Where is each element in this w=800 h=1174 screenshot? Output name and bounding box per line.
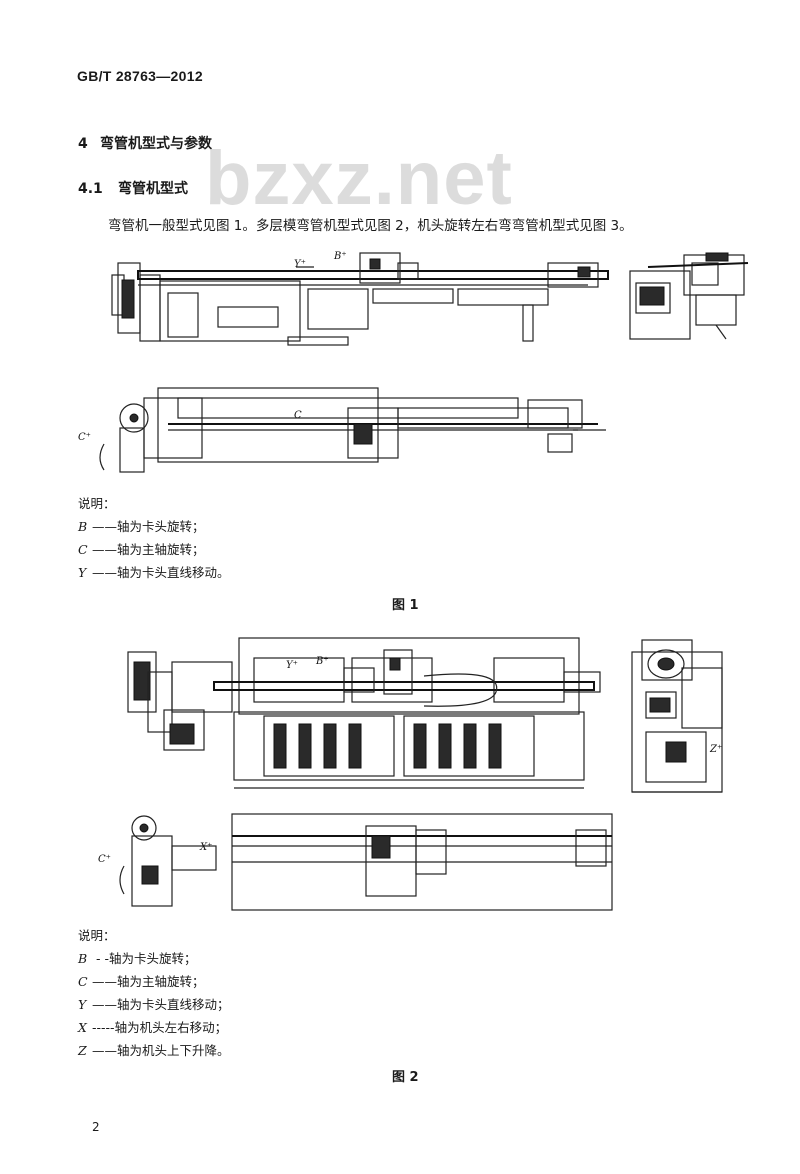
figure2-legend-item: Y ——轴为卡头直线移动；: [78, 993, 230, 1016]
section-number: 4: [78, 136, 88, 152]
legend-dash: ——: [92, 519, 117, 534]
figure2-legend-item: X -----轴为机头左右移动；: [78, 1016, 230, 1039]
section-heading: 4 弯管机型式与参数: [78, 133, 212, 153]
figure1-label-b: B⁺: [333, 251, 347, 262]
legend-text: 轴为机头左右移动；: [114, 1020, 228, 1035]
figure2-label-b: B⁺: [315, 656, 329, 667]
subsection-heading: 4.1 弯管机型式: [78, 178, 188, 198]
section-title: 弯管机型式与参数: [100, 136, 212, 152]
legend-text: 轴为卡头旋转；: [117, 519, 205, 534]
legend-var: C: [78, 974, 88, 989]
watermark: bzxz.net: [205, 136, 513, 221]
figure1-legend: 说明： B——轴为卡头旋转； C——轴为主轴旋转； Y——轴为卡头直线移动。: [78, 492, 230, 584]
legend-dash: ——: [92, 1043, 117, 1058]
figure2-legend-item: Z ——轴为机头上下升降。: [78, 1039, 230, 1062]
figure2-end-view: Z⁺: [631, 639, 723, 793]
legend-dash: ——: [92, 565, 117, 580]
intro-paragraph: 弯管机一般型式见图 1。多层模弯管机型式见图 2，机头旋转左右弯弯管机型式见图 …: [108, 218, 633, 234]
figure2-caption: 图 2: [392, 1070, 419, 1085]
figure2-legend-item: C ——轴为主轴旋转；: [78, 970, 230, 993]
figure1-label-c: C⁺: [78, 432, 91, 443]
legend-var: B: [78, 519, 88, 534]
legend-var: B: [78, 951, 88, 966]
legend-dash: -----: [92, 1020, 115, 1035]
legend-text: 轴为主轴旋转；: [117, 542, 205, 557]
legend-text: 轴为卡头旋转；: [108, 951, 197, 966]
figure2-top-view: X⁺ C⁺: [98, 813, 613, 911]
figure2-label-x: X⁺: [199, 842, 212, 853]
figure1-label-c2: C: [294, 410, 302, 421]
legend-var: C: [78, 542, 88, 557]
figure2-label-z: Z⁺: [709, 744, 722, 755]
figure2-label-c: C⁺: [98, 854, 111, 865]
legend-var: Z: [78, 1043, 87, 1058]
figure1-caption: 图 1: [392, 598, 419, 613]
figure1-label-y: Y⁺: [294, 259, 306, 270]
legend-text: 轴为卡头直线移动；: [117, 997, 230, 1012]
subsection-title: 弯管机型式: [118, 181, 188, 197]
figure1-end-view: [629, 252, 749, 340]
figure2-legend-title: 说明：: [78, 928, 116, 943]
legend-var: Y: [78, 565, 87, 580]
legend-text: 轴为卡头直线移动。: [117, 565, 230, 580]
legend-var: X: [78, 1020, 87, 1035]
legend-dash: ——: [92, 997, 117, 1012]
legend-text: 轴为主轴旋转；: [117, 974, 205, 989]
page-number: 2: [92, 1120, 100, 1134]
figure2-label-y: Y⁺: [286, 660, 298, 671]
standard-code: GB/T 28763—2012: [77, 68, 203, 84]
figure2-legend-item: B - -轴为卡头旋转；: [78, 947, 230, 970]
figure1-legend-title: 说明：: [78, 496, 116, 511]
figure1-legend-item: Y ——轴为卡头直线移动。: [78, 561, 230, 584]
legend-dash: - -: [92, 951, 109, 966]
legend-text: 轴为机头上下升降。: [117, 1043, 230, 1058]
figure2-legend: 说明： B - -轴为卡头旋转； C——轴为主轴旋转； Y——轴为卡头直线移动；…: [78, 924, 230, 1062]
legend-var: Y: [78, 997, 87, 1012]
figure1-legend-item: C ——轴为主轴旋转；: [78, 538, 230, 561]
figure1-side-view: Y⁺ B⁺: [111, 251, 609, 346]
figure1-top-view: C C⁺: [78, 387, 606, 473]
figure1-legend-item: B ——轴为卡头旋转；: [78, 515, 230, 538]
subsection-number: 4.1: [78, 181, 103, 197]
figure2-side-view: Y⁺ B⁺: [127, 637, 601, 789]
legend-dash: ——: [92, 974, 117, 989]
legend-dash: ——: [92, 542, 117, 557]
